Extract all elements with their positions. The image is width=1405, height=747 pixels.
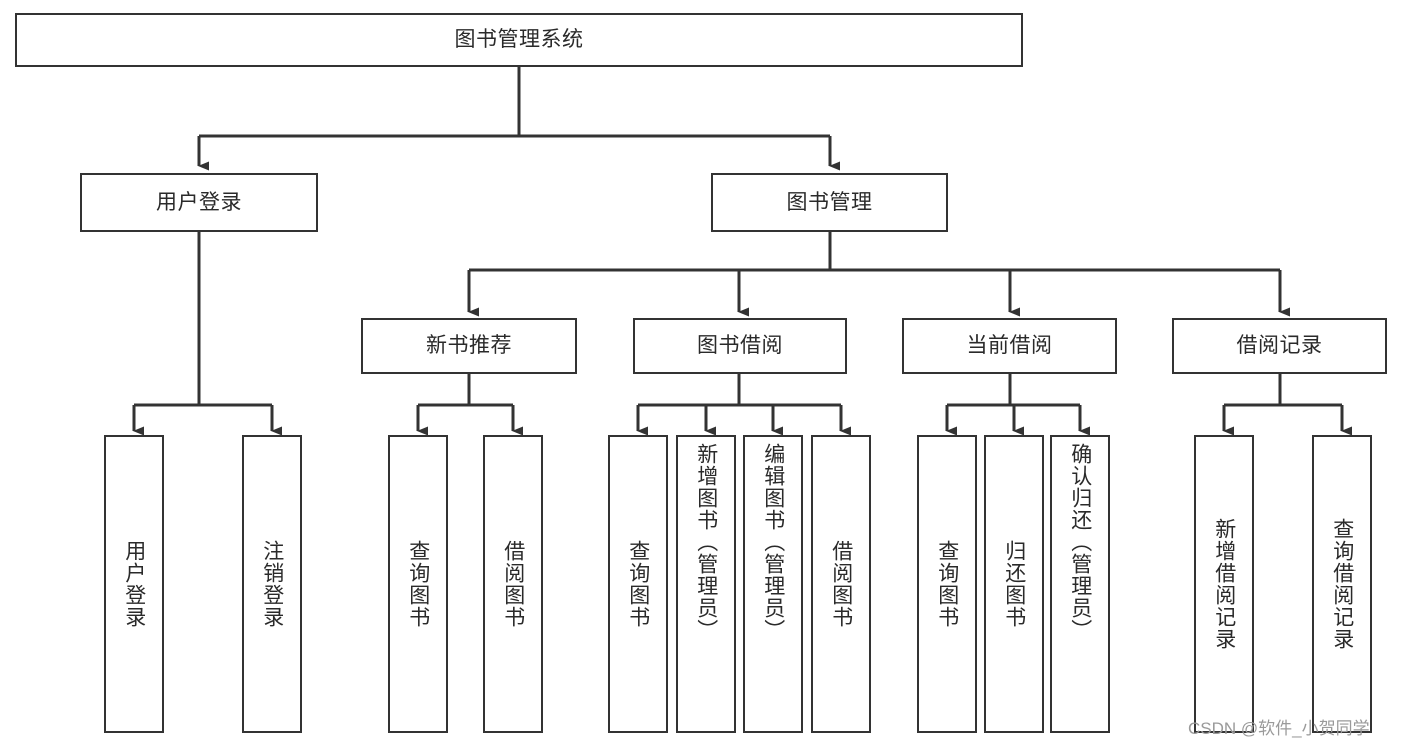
leaf-cb-confirm-return-admin-label: 确认归还（管理员） xyxy=(1068,443,1092,641)
node-new-book-recommend[interactable]: 新书推荐 xyxy=(361,318,577,374)
leaf-br-query-record[interactable]: 查询借阅记录 xyxy=(1312,435,1372,733)
node-root-system[interactable]: 图书管理系统 xyxy=(15,13,1023,67)
leaf-bb-edit-book-admin-label: 编辑图书（管理员） xyxy=(761,443,785,641)
leaf-nb-query-book-label: 查询图书 xyxy=(406,540,430,628)
node-new-book-recommend-label: 新书推荐 xyxy=(426,334,512,358)
leaf-bb-borrow-book[interactable]: 借阅图书 xyxy=(811,435,871,733)
leaf-bb-query-book[interactable]: 查询图书 xyxy=(608,435,668,733)
node-book-manage[interactable]: 图书管理 xyxy=(711,173,948,232)
leaf-cb-query-book[interactable]: 查询图书 xyxy=(917,435,977,733)
node-current-borrow-label: 当前借阅 xyxy=(966,334,1053,358)
leaf-user-login[interactable]: 用户登录 xyxy=(104,435,164,733)
leaf-user-login-label: 用户登录 xyxy=(122,540,146,628)
leaf-br-query-record-label: 查询借阅记录 xyxy=(1330,518,1354,650)
leaf-br-add-record-label: 新增借阅记录 xyxy=(1212,518,1236,650)
node-user-login[interactable]: 用户登录 xyxy=(80,173,318,232)
leaf-nb-query-book[interactable]: 查询图书 xyxy=(388,435,448,733)
node-borrow-record[interactable]: 借阅记录 xyxy=(1172,318,1387,374)
leaf-bb-add-book-admin-label: 新增图书（管理员） xyxy=(694,443,718,641)
node-root-system-label: 图书管理系统 xyxy=(454,28,584,52)
leaf-cb-return-book-label: 归还图书 xyxy=(1002,540,1026,628)
node-book-manage-label: 图书管理 xyxy=(786,190,873,214)
leaf-nb-borrow-book-label: 借阅图书 xyxy=(501,540,525,628)
leaf-bb-edit-book-admin[interactable]: 编辑图书（管理员） xyxy=(743,435,803,733)
node-user-login-label: 用户登录 xyxy=(156,190,242,214)
leaf-bb-borrow-book-label: 借阅图书 xyxy=(829,540,853,628)
node-current-borrow[interactable]: 当前借阅 xyxy=(902,318,1117,374)
leaf-cb-query-book-label: 查询图书 xyxy=(935,540,959,628)
leaf-cb-confirm-return-admin[interactable]: 确认归还（管理员） xyxy=(1050,435,1110,733)
leaf-logout[interactable]: 注销登录 xyxy=(242,435,302,733)
node-book-borrow-label: 图书借阅 xyxy=(697,334,783,358)
leaf-nb-borrow-book[interactable]: 借阅图书 xyxy=(483,435,543,733)
leaf-cb-return-book[interactable]: 归还图书 xyxy=(984,435,1044,733)
leaf-bb-query-book-label: 查询图书 xyxy=(626,540,650,628)
leaf-bb-add-book-admin[interactable]: 新增图书（管理员） xyxy=(676,435,736,733)
leaf-br-add-record[interactable]: 新增借阅记录 xyxy=(1194,435,1254,733)
node-book-borrow[interactable]: 图书借阅 xyxy=(633,318,847,374)
node-borrow-record-label: 借阅记录 xyxy=(1236,334,1323,358)
leaf-logout-label: 注销登录 xyxy=(260,540,284,628)
